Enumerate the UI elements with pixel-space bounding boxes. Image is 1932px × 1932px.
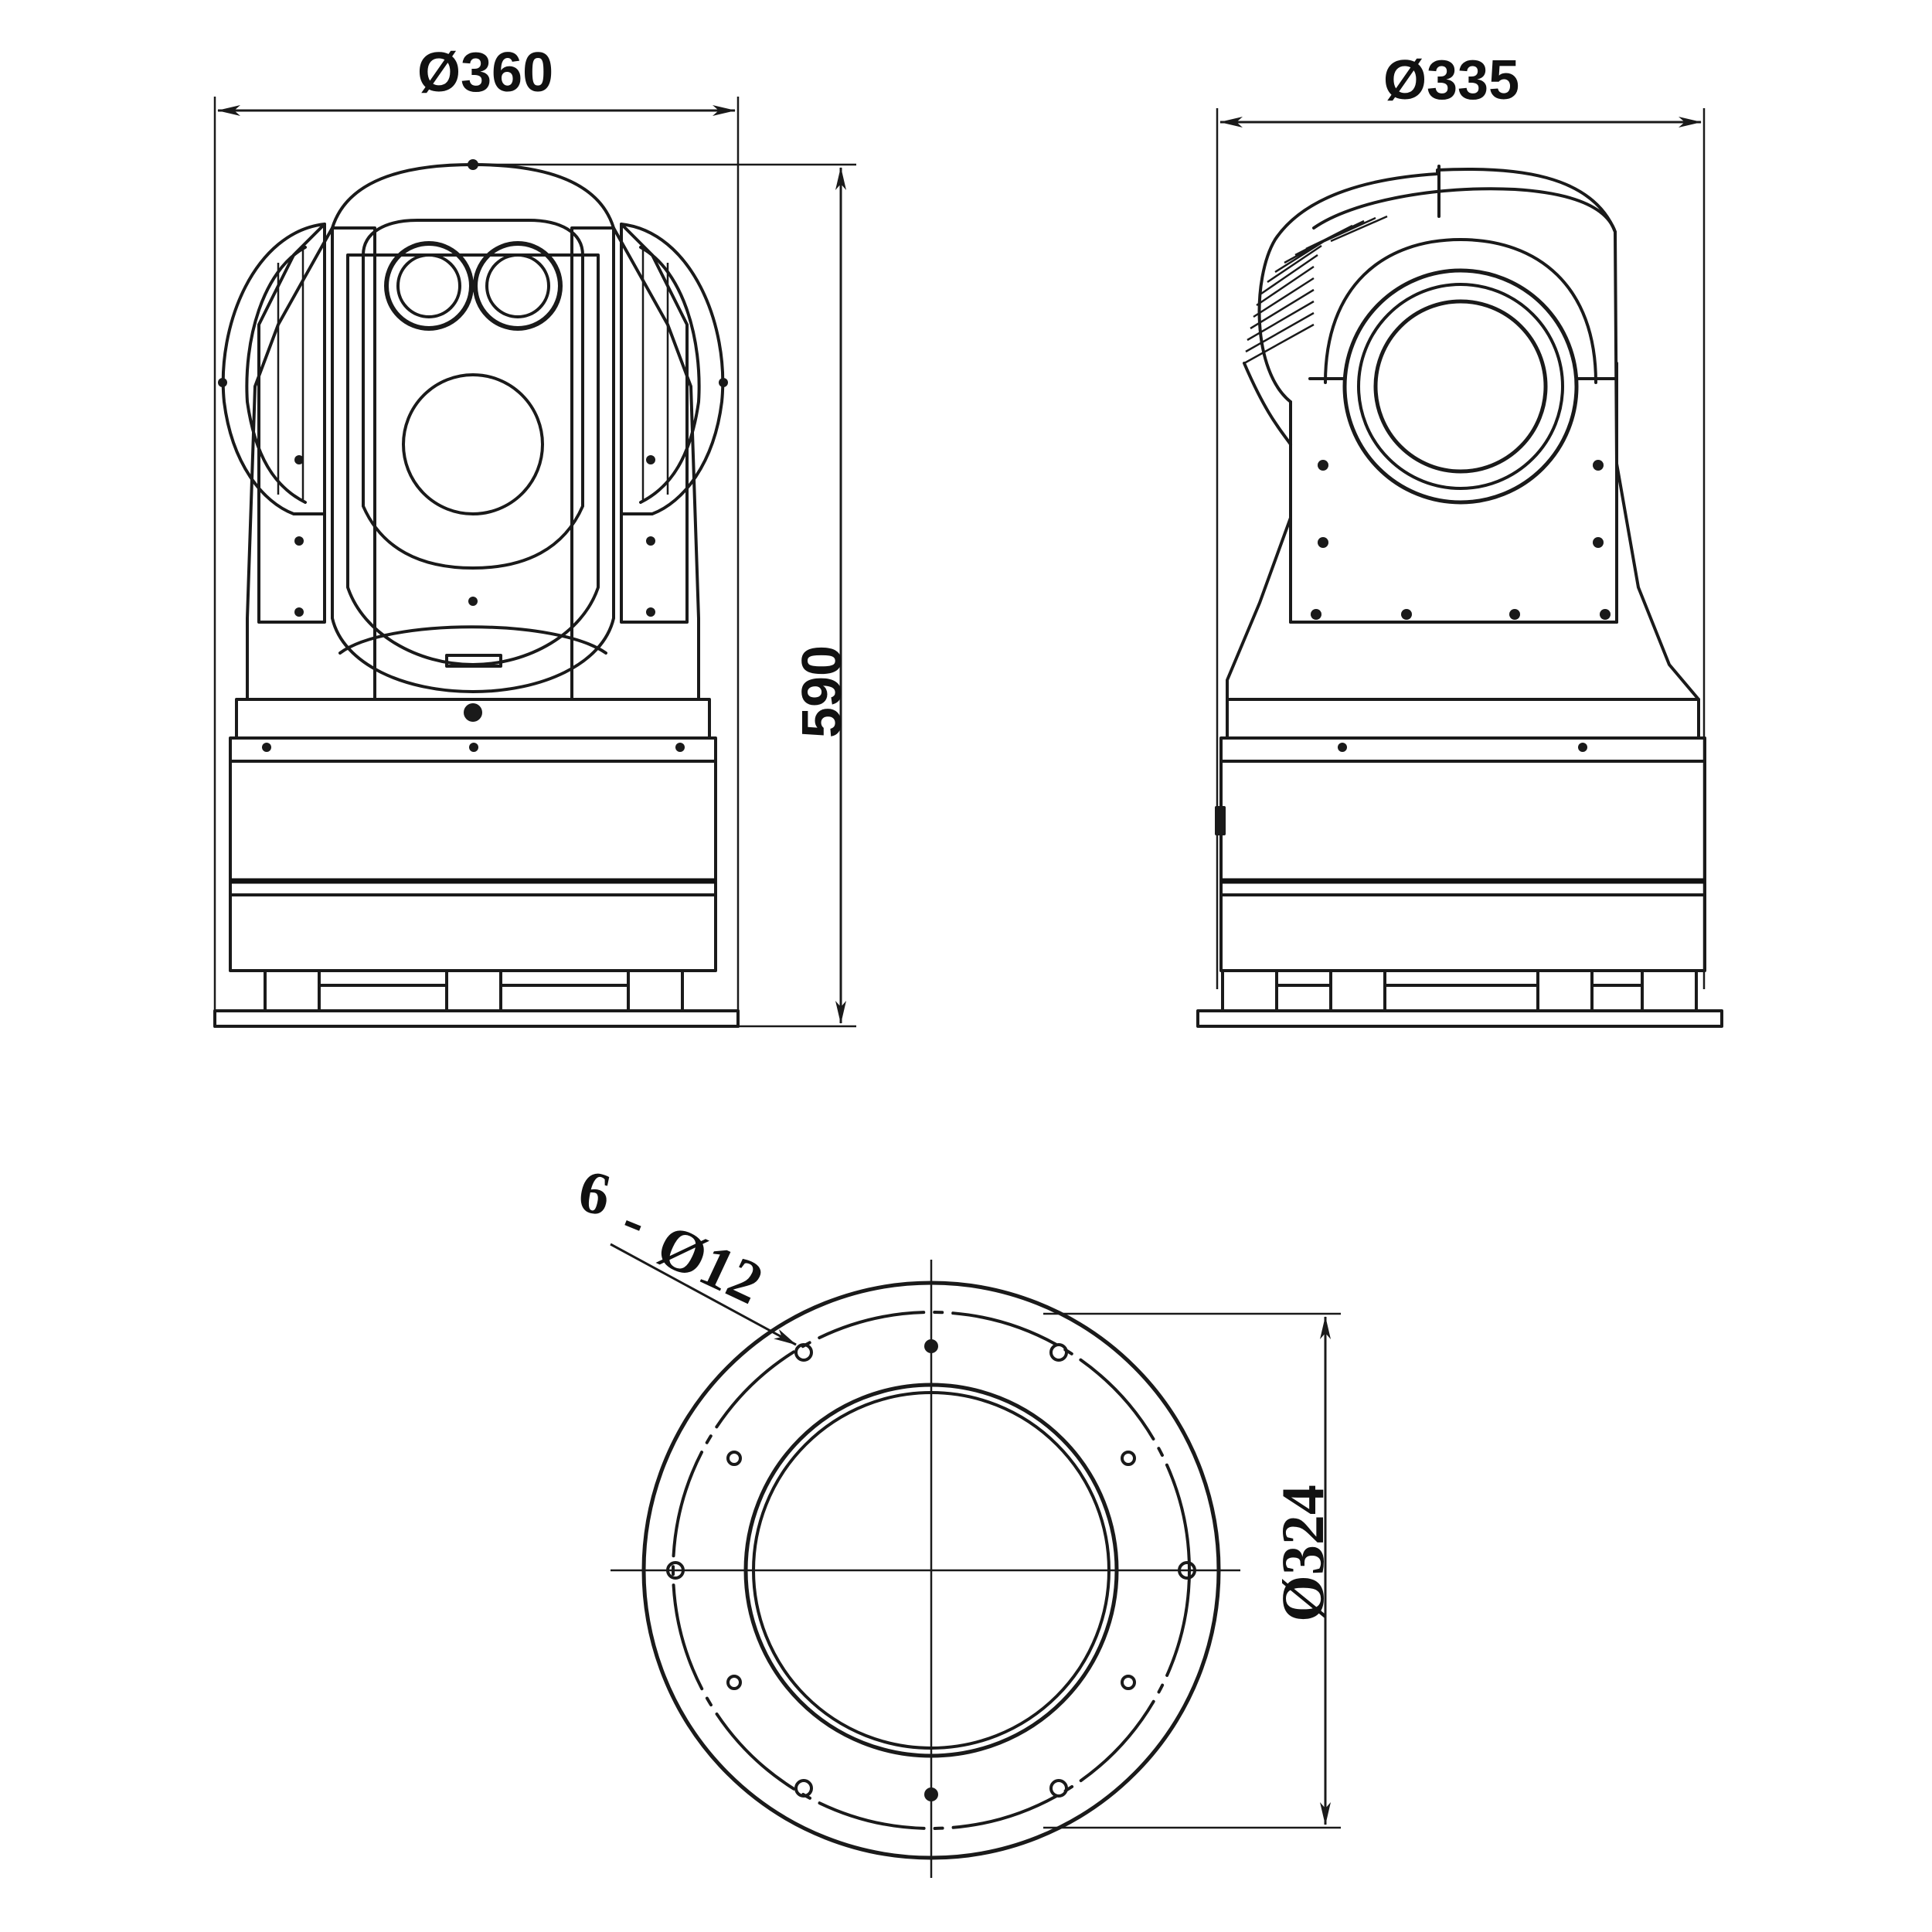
front-width-dimension: Ø360 (213, 42, 740, 1028)
height-label: 590 (791, 645, 853, 738)
side-feet (1221, 969, 1698, 1012)
inner-bore-lip (752, 1391, 1111, 1750)
front-camera-head (331, 159, 615, 722)
height-dimension: 590 (473, 163, 856, 1028)
front-view: Ø360 590 (213, 42, 856, 1028)
side-view: Ø335 (1196, 49, 1723, 1028)
bolt-hole-dash: - (614, 1185, 658, 1254)
bolt-circle (672, 1311, 1191, 1830)
bolt-holes (666, 1339, 1196, 1801)
side-base-housing (1215, 698, 1706, 972)
front-base-housing (229, 698, 717, 972)
bolt-circle-label: Ø324 (1269, 1485, 1336, 1622)
side-cooling-fins (1243, 215, 1388, 446)
front-base-plate (213, 1009, 740, 1028)
side-width-label: Ø335 (1383, 49, 1519, 111)
inner-bore (743, 1383, 1119, 1758)
front-feet (264, 969, 684, 1012)
bolt-hole-diameter: Ø12 (648, 1211, 773, 1317)
side-yoke (1226, 165, 1700, 701)
bolt-hole-count: 6 (573, 1157, 616, 1229)
front-yoke (218, 223, 728, 701)
outer-flange (641, 1281, 1221, 1860)
bolt-circle-dimension: Ø324 (1043, 1312, 1341, 1829)
side-base-plate (1196, 1009, 1723, 1028)
bottom-view: 6 - Ø12 Ø324 (573, 1157, 1341, 1878)
bolt-hole-callout: 6 - Ø12 (573, 1157, 797, 1346)
front-width-label: Ø360 (417, 42, 553, 104)
